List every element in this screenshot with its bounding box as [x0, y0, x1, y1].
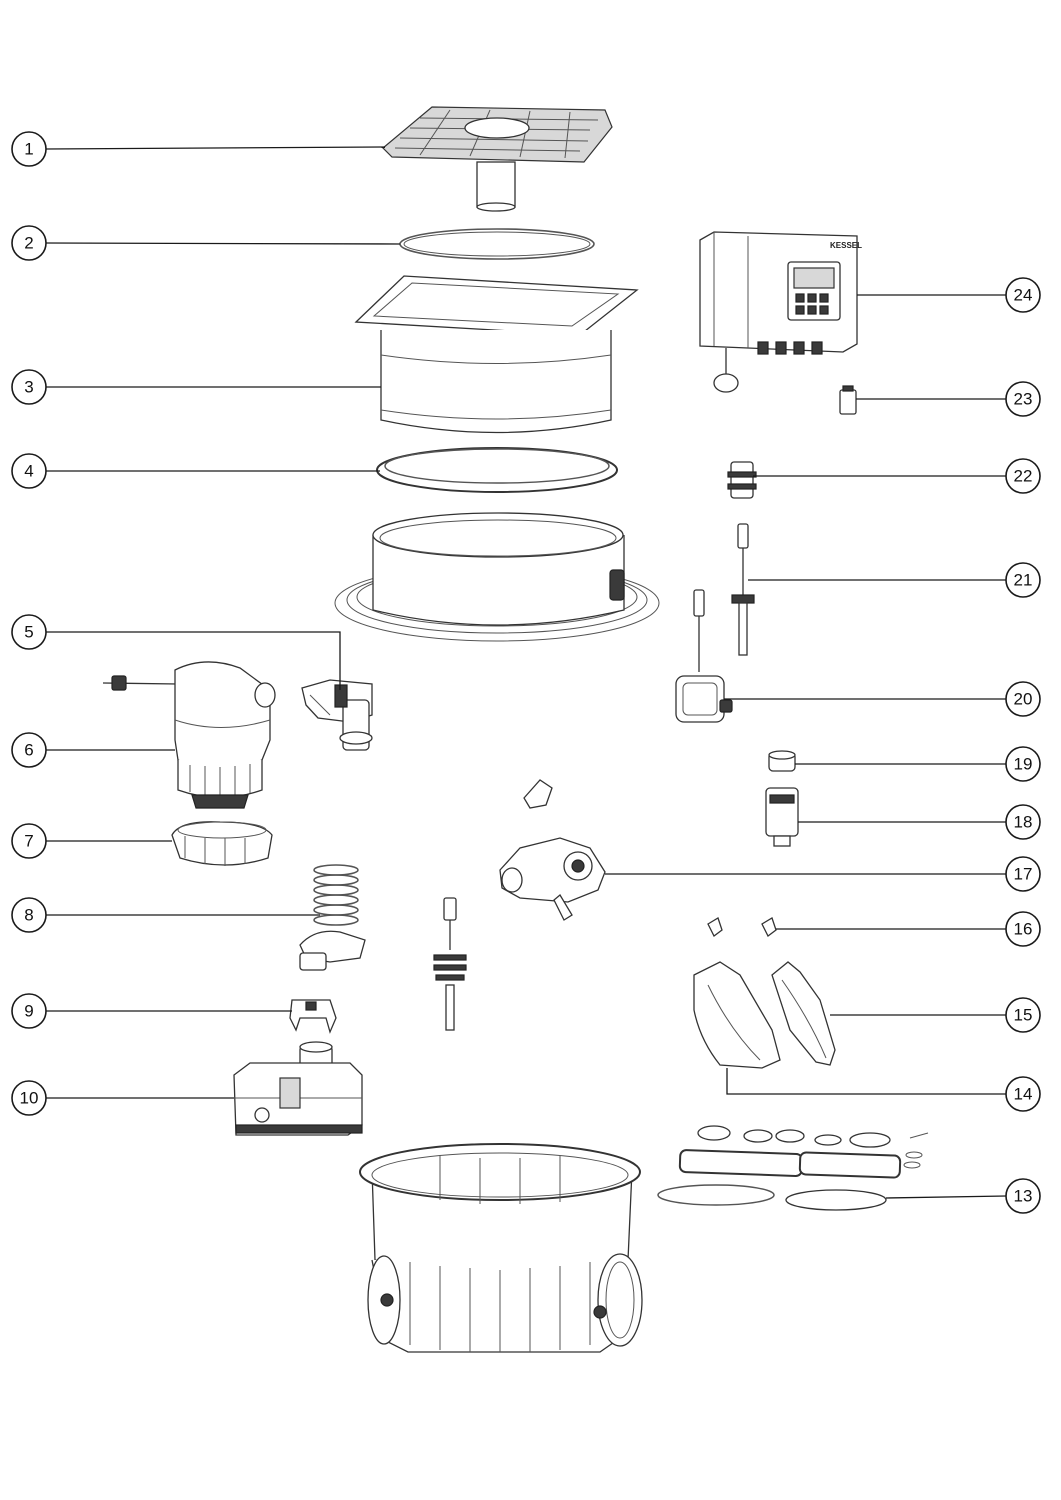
- callout-15: 15: [1005, 997, 1041, 1033]
- callout-17-label: 17: [1014, 865, 1033, 884]
- callout-16-label: 16: [1014, 920, 1033, 939]
- callout-13-label: 13: [1014, 1187, 1033, 1206]
- callout-7-label: 7: [24, 832, 33, 851]
- callout-21-label: 21: [1014, 571, 1033, 590]
- callout-7: 7: [11, 823, 47, 859]
- part-20-sensor-box: [675, 589, 733, 723]
- callout-24-label: 24: [1014, 286, 1033, 305]
- callout-8-label: 8: [24, 906, 33, 925]
- part-3-extension-piece: [354, 275, 639, 434]
- callout-14-label: 14: [1014, 1085, 1033, 1104]
- callout-3: 3: [11, 369, 47, 405]
- callout-23-label: 23: [1014, 390, 1033, 409]
- part-7-impeller-housing: [171, 821, 273, 866]
- part-10-pump-base: [233, 1041, 363, 1136]
- sensor-probe: [433, 897, 467, 1031]
- callout-1-label: 1: [24, 140, 33, 159]
- part-2-o-ring: [399, 228, 595, 260]
- callout-8: 8: [11, 897, 47, 933]
- part-15-flap-right: [771, 961, 836, 1066]
- part-13-seal-kit: [657, 1125, 929, 1211]
- callout-15-label: 15: [1014, 1006, 1033, 1025]
- part-8-corrugated-hose: [299, 864, 366, 971]
- callout-10: 10: [11, 1080, 47, 1116]
- callout-1: 1: [11, 131, 47, 167]
- part-5-switch-unit: [301, 679, 373, 751]
- callout-20-label: 20: [1014, 690, 1033, 709]
- callout-5-label: 5: [24, 623, 33, 642]
- part-1-grate-cover: [382, 106, 613, 212]
- callout-9: 9: [11, 993, 47, 1029]
- main-tank-housing: [359, 1143, 643, 1353]
- part-22-connector: [727, 461, 757, 499]
- callout-2: 2: [11, 225, 47, 261]
- callout-10-label: 10: [20, 1089, 39, 1108]
- callout-17: 17: [1005, 856, 1041, 892]
- callout-13: 13: [1005, 1178, 1041, 1214]
- part-17-valve-body: [499, 779, 606, 921]
- callout-14: 14: [1005, 1076, 1041, 1112]
- part-24-control-unit: KESSEL: [699, 231, 862, 393]
- part-18-filter-cartridge: [765, 787, 799, 847]
- leader-lines: [45, 146, 1007, 1199]
- callout-18: 18: [1005, 804, 1041, 840]
- callout-22-label: 22: [1014, 467, 1033, 486]
- callout-19: 19: [1005, 746, 1041, 782]
- part-9-clip: [289, 999, 337, 1034]
- part-4-seal-ring: [376, 447, 618, 493]
- housing-top-section: [334, 512, 660, 642]
- callout-23: 23: [1005, 381, 1041, 417]
- part-19-cap: [768, 750, 796, 772]
- callout-24: 24: [1005, 277, 1041, 313]
- callout-6: 6: [11, 732, 47, 768]
- callout-5: 5: [11, 614, 47, 650]
- callout-2-label: 2: [24, 234, 33, 253]
- part-21-probe: [731, 523, 755, 656]
- callout-18-label: 18: [1014, 813, 1033, 832]
- callout-20: 20: [1005, 681, 1041, 717]
- part-6-pump-motor: [102, 661, 276, 809]
- callout-9-label: 9: [24, 1002, 33, 1021]
- part-14-flap-left: [693, 961, 781, 1069]
- callout-22: 22: [1005, 458, 1041, 494]
- callout-6-label: 6: [24, 741, 33, 760]
- callout-4-label: 4: [24, 462, 33, 481]
- controller-brand-label: KESSEL: [830, 241, 862, 250]
- part-16-small-clips: [707, 917, 777, 937]
- callout-16: 16: [1005, 911, 1041, 947]
- callout-21: 21: [1005, 562, 1041, 598]
- callout-19-label: 19: [1014, 755, 1033, 774]
- callout-4: 4: [11, 453, 47, 489]
- part-23-battery: [839, 385, 857, 415]
- callout-3-label: 3: [24, 378, 33, 397]
